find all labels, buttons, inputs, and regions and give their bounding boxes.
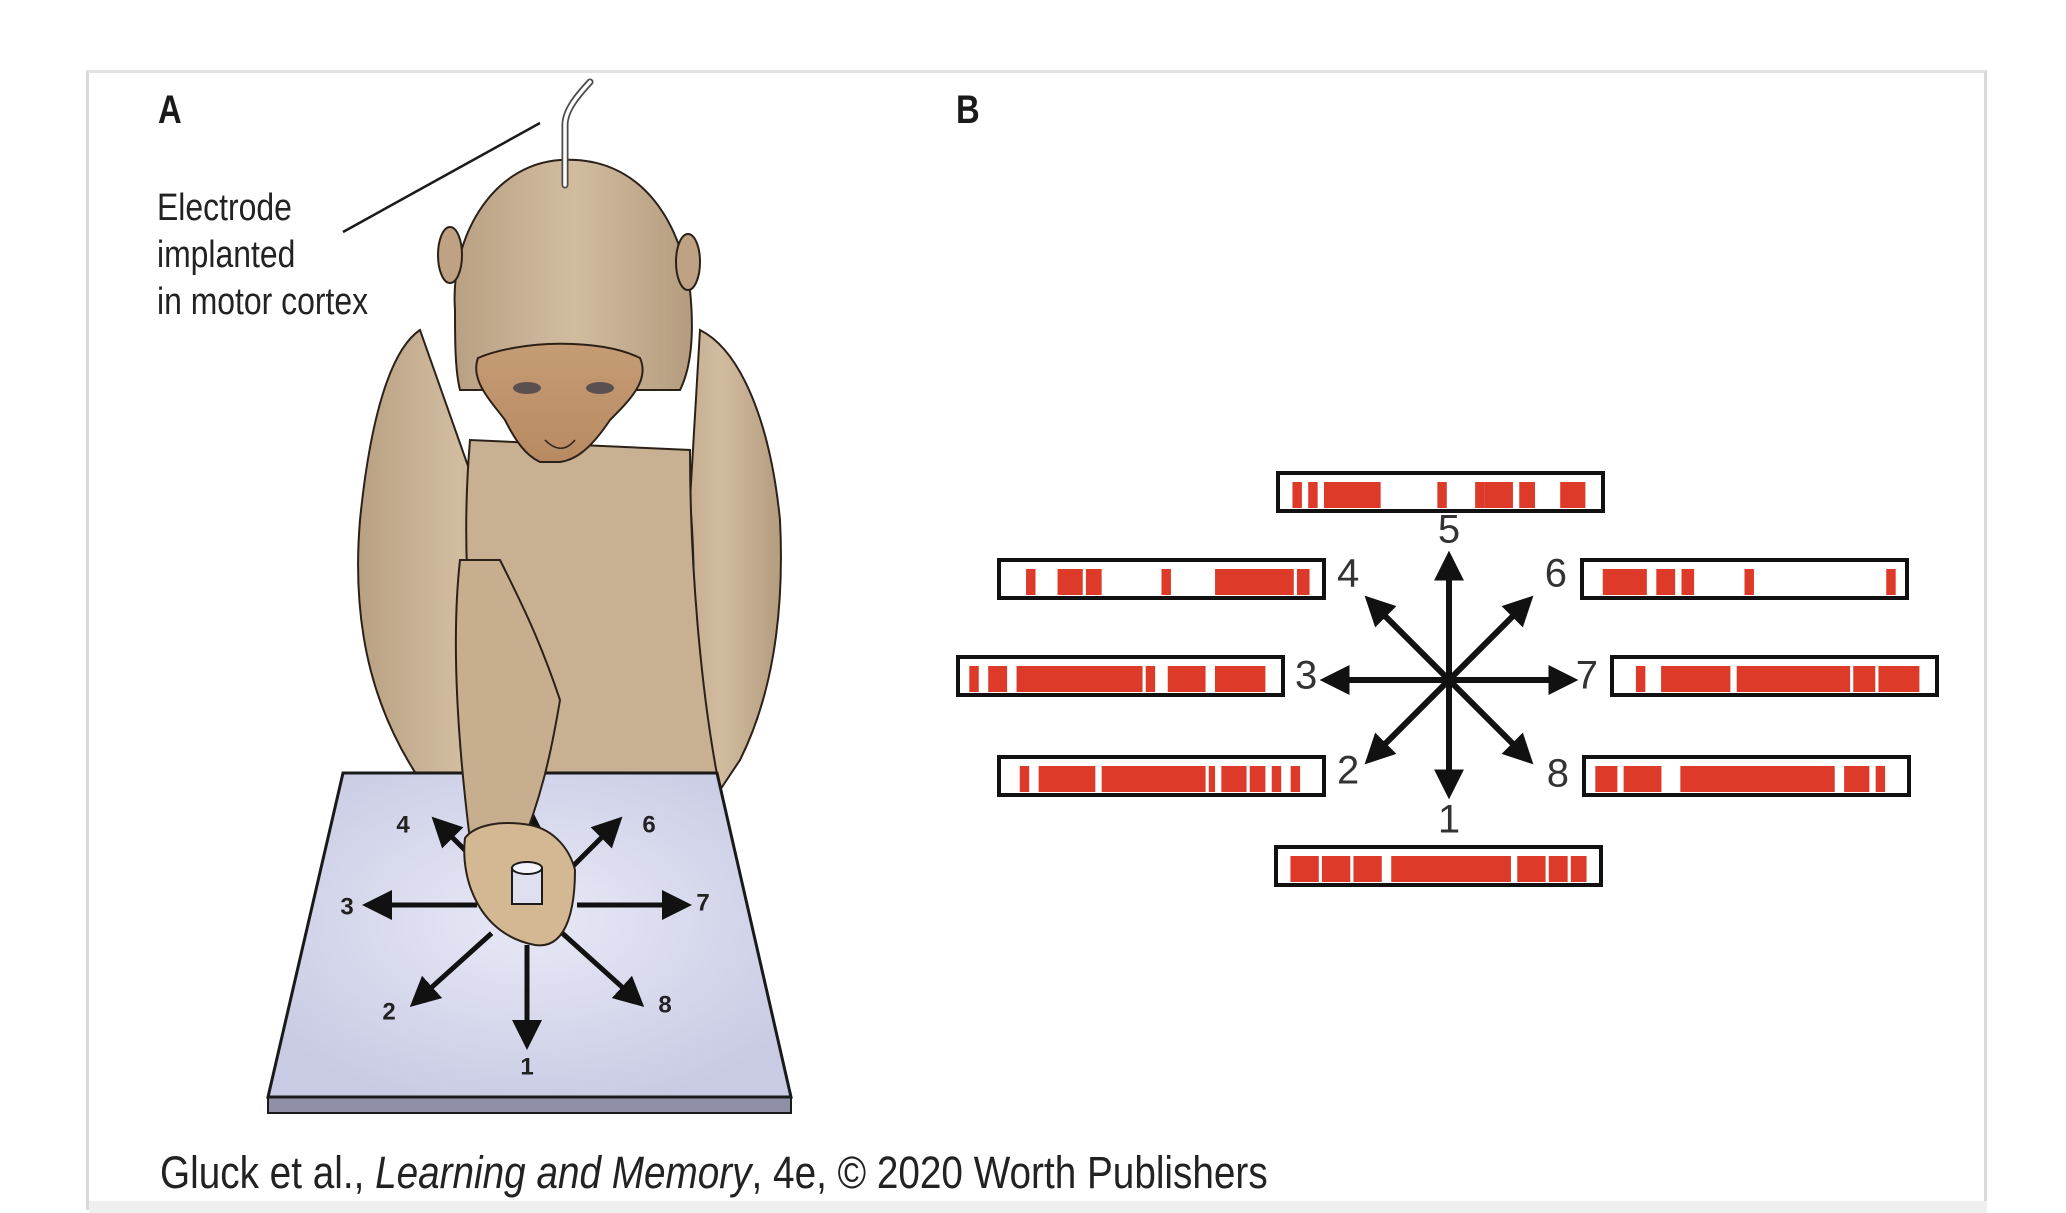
spike-burst — [1323, 482, 1381, 508]
panel-b-direction-arrows — [1319, 550, 1579, 800]
spike-burst — [1475, 482, 1485, 508]
raster-direction-2: 2 — [997, 749, 1359, 797]
spike-burst — [1321, 856, 1351, 882]
monkey-eye-right — [586, 382, 614, 394]
raster-direction-7: 7 — [1576, 654, 1939, 698]
spike-burst — [1215, 569, 1294, 595]
panel-b-label: B — [956, 88, 980, 132]
caption-publisher: , 4e, © 2020 Worth Publishers — [751, 1147, 1268, 1198]
spike-burst — [1167, 666, 1206, 692]
board-label-3: 3 — [340, 893, 353, 920]
spike-burst — [1391, 856, 1511, 882]
star-arrow-8 — [1446, 677, 1534, 765]
caption-authors: Gluck et al., — [160, 1147, 376, 1198]
board-label-6: 6 — [642, 811, 655, 838]
spike-burst — [1249, 766, 1266, 792]
monkey-eye-left — [513, 382, 541, 394]
raster-label-7: 7 — [1576, 654, 1598, 698]
monkey-ear-left — [437, 226, 463, 284]
spike-burst — [1744, 569, 1754, 595]
spike-burst — [1844, 766, 1870, 792]
spike-burst — [1736, 666, 1851, 692]
spike-burst — [1038, 766, 1096, 792]
spike-burst — [1680, 766, 1835, 792]
spike-burst — [1517, 856, 1546, 882]
spike-burst — [1221, 766, 1247, 792]
spike-burst — [1656, 569, 1676, 595]
panel-a-label: A — [158, 88, 182, 132]
board-label-8: 8 — [658, 991, 671, 1018]
spike-burst — [1290, 766, 1301, 792]
spike-burst — [1208, 766, 1216, 792]
spike-burst — [1681, 569, 1695, 595]
spike-burst — [1623, 766, 1662, 792]
spike-burst — [1437, 482, 1447, 508]
joystick-handle — [511, 861, 543, 905]
spike-burst — [1560, 482, 1586, 508]
spike-burst — [1271, 766, 1282, 792]
monkey-head — [437, 158, 701, 463]
spike-burst — [1886, 569, 1896, 595]
spike-burst — [1548, 856, 1568, 882]
spike-burst — [1145, 666, 1156, 692]
spike-burst — [1016, 666, 1143, 692]
raster-label-3: 3 — [1295, 654, 1317, 698]
raster-label-4: 4 — [1337, 552, 1359, 596]
spike-burst — [1602, 569, 1647, 595]
raster-direction-3: 3 — [956, 654, 1317, 698]
spike-burst — [1519, 482, 1535, 508]
spike-burst — [1484, 482, 1513, 508]
spike-burst — [1296, 569, 1310, 595]
board-label-7: 7 — [696, 889, 709, 916]
spike-burst — [1853, 666, 1876, 692]
raster-label-1: 1 — [1438, 798, 1460, 842]
spike-burst — [1161, 569, 1171, 595]
raster-direction-8: 8 — [1547, 752, 1911, 797]
board-arrow-2 — [409, 931, 494, 1007]
spike-burst — [1635, 666, 1646, 692]
spike-burst — [1595, 766, 1618, 792]
spike-burst — [1215, 666, 1266, 692]
spike-burst — [1308, 482, 1318, 508]
spike-burst — [1875, 766, 1886, 792]
star-arrow-4 — [1364, 595, 1452, 683]
bottom-strip — [89, 1201, 1987, 1213]
figure-caption: Gluck et al., Learning and Memory, 4e, ©… — [160, 1147, 1268, 1199]
star-arrow-6 — [1446, 595, 1534, 683]
spike-burst — [1057, 569, 1083, 595]
electrode-leader-line — [342, 121, 541, 234]
spike-burst — [1661, 666, 1731, 692]
spike-burst — [1292, 482, 1302, 508]
spike-burst — [1353, 856, 1382, 882]
raster-direction-4: 4 — [997, 552, 1359, 600]
monkey-ear-right — [675, 233, 701, 291]
board-label-4: 4 — [396, 811, 410, 838]
board-label-2: 2 — [382, 998, 395, 1025]
spike-burst — [1878, 666, 1920, 692]
raster-label-8: 8 — [1547, 752, 1569, 796]
spike-burst — [1101, 766, 1206, 792]
panel-b-rasters: 1 2 3 4 5 6 7 8 — [956, 471, 1939, 887]
spike-burst — [988, 666, 1008, 692]
raster-label-5: 5 — [1438, 508, 1460, 552]
raster-direction-1: 1 — [1274, 798, 1603, 887]
star-arrow-2 — [1364, 677, 1452, 765]
spike-burst — [1570, 856, 1587, 882]
caption-book-title: Learning and Memory — [375, 1147, 752, 1198]
raster-direction-5: 5 — [1276, 471, 1605, 552]
raster-label-6: 6 — [1545, 552, 1567, 596]
spike-burst — [1019, 766, 1030, 792]
electrode-label: Electrode implanted in motor cortex — [157, 187, 369, 323]
spike-burst — [1085, 569, 1102, 595]
board-label-1: 1 — [520, 1053, 533, 1080]
spike-burst — [1290, 856, 1319, 882]
board-arrow-8 — [560, 931, 645, 1007]
monkey-face — [475, 342, 644, 463]
raster-label-2: 2 — [1337, 749, 1359, 793]
raster-direction-6: 6 — [1545, 552, 1909, 600]
spike-burst — [969, 666, 979, 692]
spike-burst — [1026, 569, 1036, 595]
